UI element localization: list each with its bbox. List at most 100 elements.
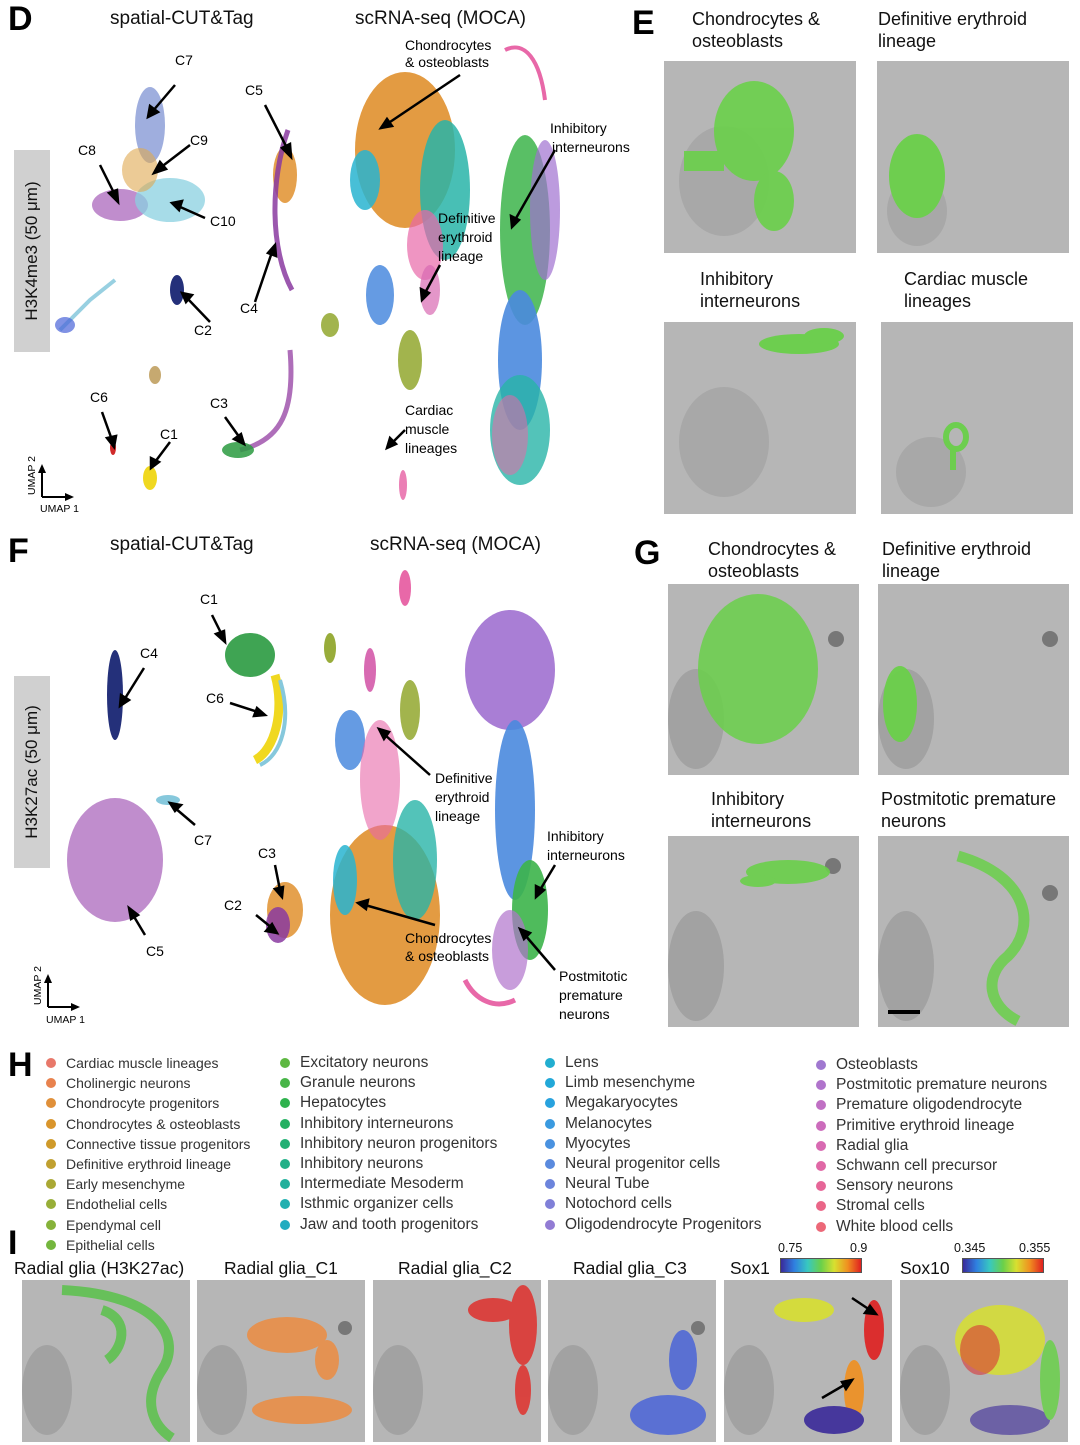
legend-item: Inhibitory interneurons <box>278 1114 497 1134</box>
f-label-c1: C1 <box>200 591 218 607</box>
sox10-colorbar-min: 0.345 <box>954 1241 986 1255</box>
legend-item: Oligodendrocyte Progenitors <box>543 1215 761 1235</box>
legend-color-dot <box>46 1138 56 1149</box>
panel-f-side-label: H3K27ac (50 μm) <box>14 676 50 868</box>
svg-text:UMAP 2: UMAP 2 <box>32 966 44 1005</box>
i-tile-1-title: Radial glia (H3K27ac) <box>14 1258 185 1278</box>
f-cluster-labels: C1 C4 C6 C7 C3 C2 C5 <box>140 591 276 959</box>
legend-item: Definitive erythroid lineage <box>44 1154 250 1174</box>
legend-color-dot <box>280 1179 290 1190</box>
d-moca-blobs <box>321 45 560 500</box>
sox1-colorbar <box>780 1258 862 1273</box>
d-c2-blob <box>170 275 184 305</box>
sox10-colorbar-max: 0.355 <box>1019 1241 1051 1255</box>
legend-label: Melanocytes <box>565 1114 653 1132</box>
legend-label: White blood cells <box>836 1217 954 1235</box>
legend-item: Neural Tube <box>543 1174 761 1194</box>
legend-item: Osteoblasts <box>814 1055 1047 1075</box>
d-c1-blob <box>143 466 157 490</box>
legend-item: Chondrocyte progenitors <box>44 1093 250 1113</box>
d-arrows <box>98 73 557 471</box>
d-c3-blob <box>222 442 254 458</box>
legend-label: Lens <box>565 1054 599 1071</box>
g-tile-1-title: Chondrocytes &osteoblasts <box>708 539 837 581</box>
legend-color-dot <box>816 1060 826 1070</box>
f-umap-axes: UMAP 2 UMAP 1 <box>32 966 85 1026</box>
legend-item: Lens <box>543 1053 761 1073</box>
legend-item: Cardiac muscle lineages <box>44 1053 250 1073</box>
legend-item: Postmitotic premature neurons <box>814 1075 1047 1095</box>
f-arrows <box>118 614 557 971</box>
legend-item: Limb mesenchyme <box>543 1073 761 1093</box>
legend-color-dot <box>46 1098 56 1109</box>
legend-color-dot <box>46 1078 56 1089</box>
f-c4-blob <box>107 650 123 740</box>
svg-text:lineage: lineage <box>438 248 483 264</box>
svg-text:UMAP 1: UMAP 1 <box>40 503 79 515</box>
legend-label: Inhibitory neurons <box>300 1154 424 1172</box>
svg-text:Inhibitory: Inhibitory <box>550 120 607 136</box>
legend-item: Intermediate Mesoderm <box>278 1174 497 1194</box>
legend-item: Ependymal cell <box>44 1215 250 1235</box>
svg-text:Postmitotic: Postmitotic <box>559 968 627 984</box>
svg-text:Chondrocytes: Chondrocytes <box>405 37 491 53</box>
legend-color-dot <box>280 1118 290 1129</box>
panel-d-left-title: spatial-CUT&Tag <box>110 8 254 29</box>
f-label-c7: C7 <box>194 832 212 848</box>
svg-text:interneurons: interneurons <box>547 847 625 863</box>
panel-d-umap-plot: C7 C5 C9 C8 C10 C4 C2 C3 C6 C1 Chondrocy… <box>26 37 630 515</box>
svg-text:erythroid: erythroid <box>438 229 492 245</box>
legend-color-dot <box>46 1179 56 1190</box>
legend-label: Cardiac muscle lineages <box>66 1055 219 1071</box>
legend-color-dot <box>46 1219 56 1230</box>
i-tile-2-image <box>197 1280 365 1442</box>
legend-color-dot <box>46 1239 56 1250</box>
legend-label: Osteoblasts <box>836 1056 918 1073</box>
legend-item: Jaw and tooth progenitors <box>278 1215 497 1235</box>
svg-text:UMAP 2: UMAP 2 <box>26 456 38 495</box>
svg-text:neurons: neurons <box>559 1006 610 1022</box>
legend-label: Postmitotic premature neurons <box>836 1076 1048 1094</box>
d-cluster-blobs <box>55 87 297 490</box>
f-moca-labels: Definitive erythroid lineage Inhibitory … <box>405 770 627 1022</box>
legend-color-dot <box>816 1080 826 1091</box>
legend-item: Isthmic organizer cells <box>278 1194 497 1214</box>
i-tile-6-title: Sox10 <box>900 1258 950 1278</box>
d-c8-blob <box>92 189 148 221</box>
d-label-c3: C3 <box>210 395 228 411</box>
d-label-c9: C9 <box>190 132 208 148</box>
legend-label: Chondrocyte progenitors <box>66 1095 220 1112</box>
d-moca-labels: Chondrocytes & osteoblasts Inhibitory in… <box>405 37 630 456</box>
panel-f-left-title: spatial-CUT&Tag <box>110 534 254 555</box>
sox10-colorbar <box>962 1258 1044 1273</box>
svg-text:interneurons: interneurons <box>552 139 630 155</box>
legend-label: Radial glia <box>836 1136 909 1154</box>
legend-color-dot <box>280 1199 290 1210</box>
d-label-c10: C10 <box>210 213 236 229</box>
g-tile-1-image <box>668 584 859 775</box>
svg-text:& osteoblasts: & osteoblasts <box>405 948 489 964</box>
legend-color-dot <box>816 1140 826 1151</box>
svg-text:muscle: muscle <box>405 421 450 437</box>
f-label-c5: C5 <box>146 943 164 959</box>
legend-item: Chondrocytes & osteoblasts <box>44 1114 250 1134</box>
legend-item: Inhibitory neurons <box>278 1154 497 1174</box>
i-tile-1-image <box>22 1280 190 1442</box>
legend-label: Limb mesenchyme <box>565 1074 696 1092</box>
d-label-c5: C5 <box>245 82 263 98</box>
svg-text:UMAP 1: UMAP 1 <box>46 1014 85 1026</box>
legend-label: Definitive erythroid lineage <box>66 1155 231 1172</box>
legend-label: Myocytes <box>565 1134 631 1152</box>
legend-color-dot <box>545 1078 555 1089</box>
legend-color-dot <box>816 1120 826 1131</box>
f-label-c3: C3 <box>258 845 276 861</box>
legend-item: Primitive erythroid lineage <box>814 1116 1047 1136</box>
svg-text:Chondrocytes: Chondrocytes <box>405 930 491 946</box>
legend-item: Excitatory neurons <box>278 1053 497 1073</box>
i-tile-3-title: Radial glia_C2 <box>398 1258 512 1278</box>
